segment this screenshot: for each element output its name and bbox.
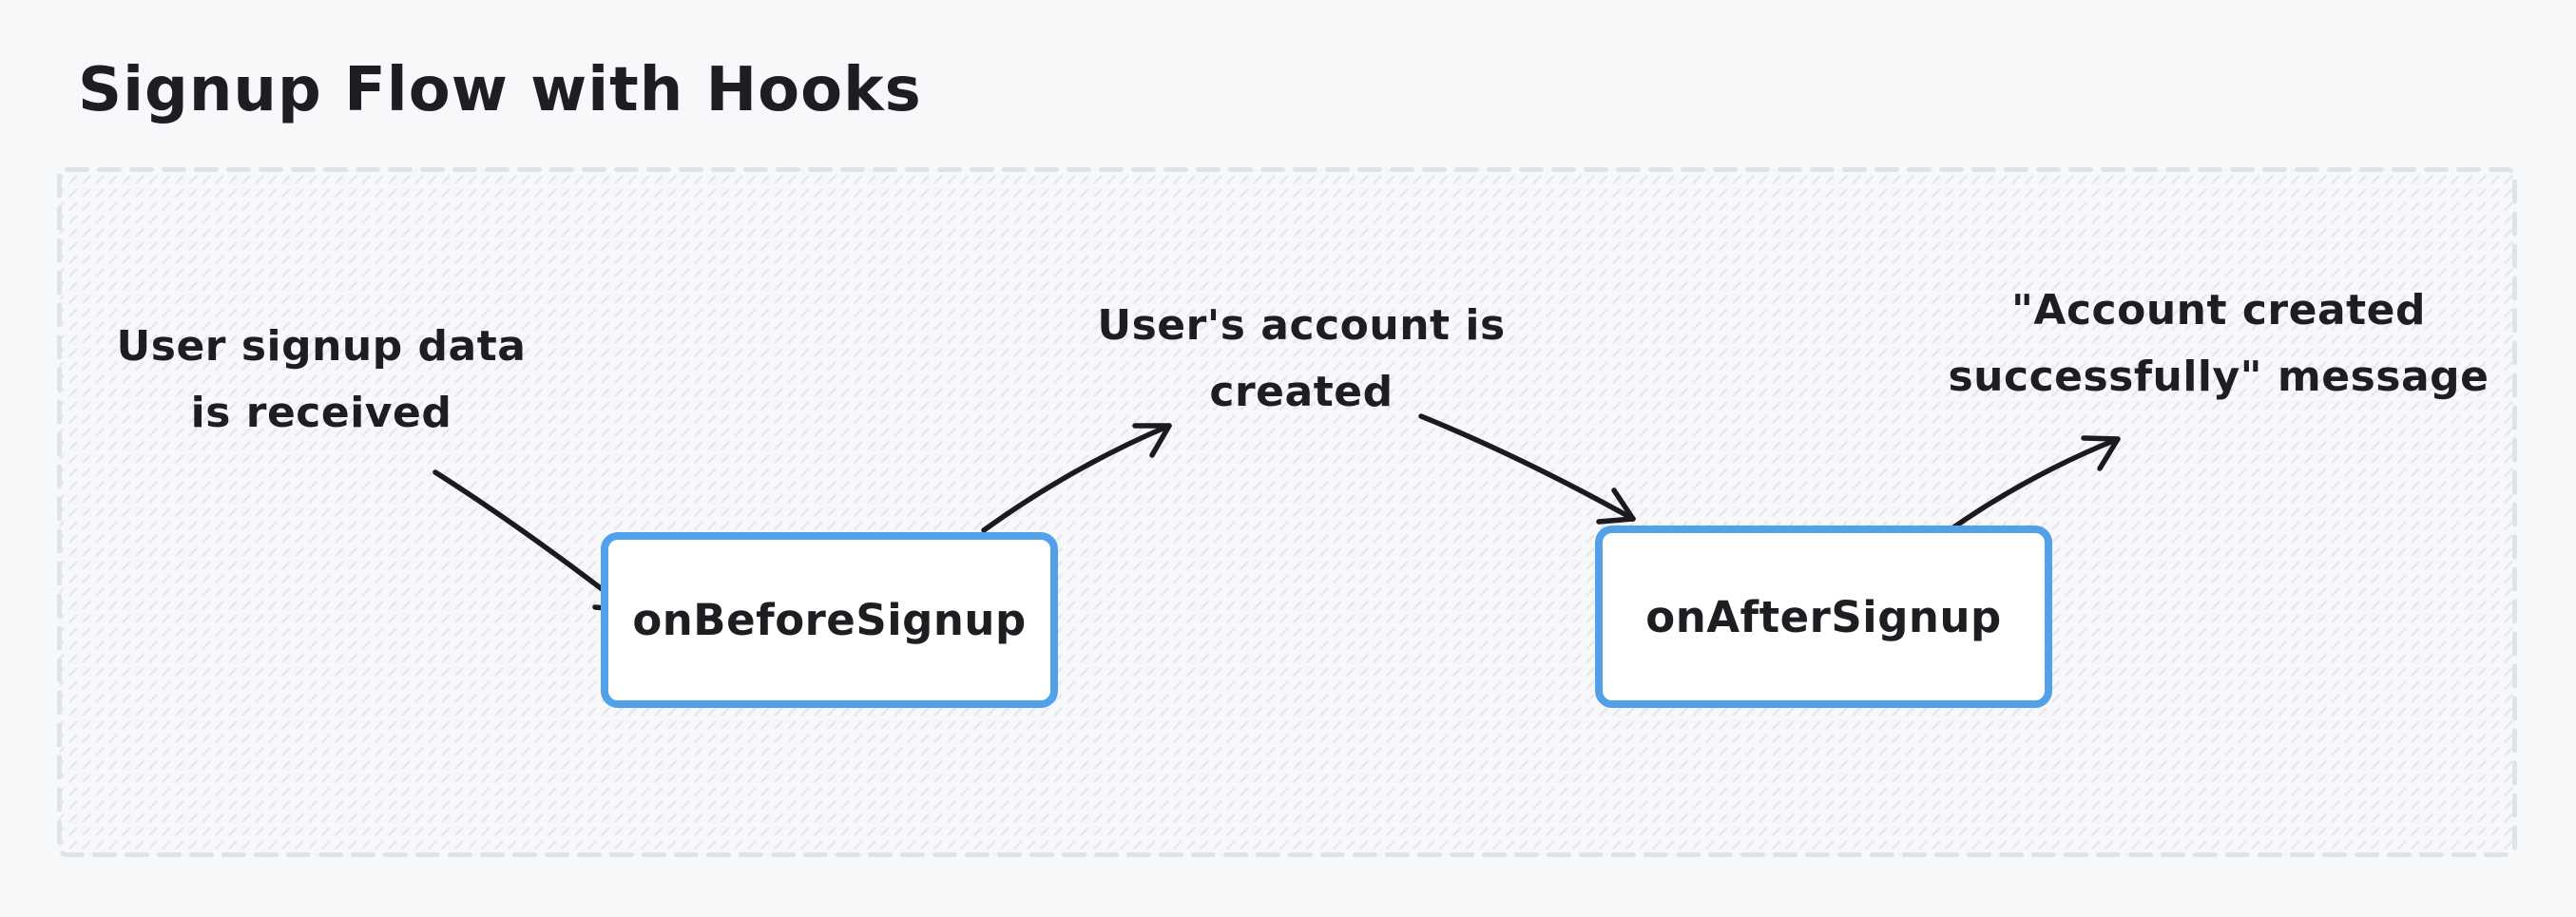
arrow-account-created-to-onaftersignup: [1418, 413, 1636, 525]
annotation-line: created: [1209, 368, 1394, 416]
diagram-title: Signup Flow with Hooks: [78, 55, 922, 125]
arrow-onbeforesignup-to-account-created: [981, 423, 1172, 533]
node-onaftersignup-label: onAfterSignup: [1645, 591, 2002, 642]
annotation-line: User's account is: [1097, 301, 1506, 350]
annotation-signup-data-received: User signup data is received: [117, 314, 527, 447]
annotation-line: User signup data: [116, 322, 527, 371]
node-onbeforesignup-label: onBeforeSignup: [632, 595, 1027, 645]
node-onbeforesignup: onBeforeSignup: [601, 532, 1058, 708]
annotation-line: is received: [190, 389, 452, 437]
node-onaftersignup: onAfterSignup: [1595, 525, 2052, 708]
arrow-onaftersignup-to-success-message: [1944, 435, 2121, 535]
annotation-line: "Account created: [2010, 286, 2427, 334]
annotation-account-created: User's account is created: [1097, 293, 1505, 426]
annotation-line: successfully" message: [1948, 353, 2489, 401]
flow-container: [57, 167, 2517, 857]
annotation-success-message: "Account created successfully" message: [1948, 277, 2489, 411]
